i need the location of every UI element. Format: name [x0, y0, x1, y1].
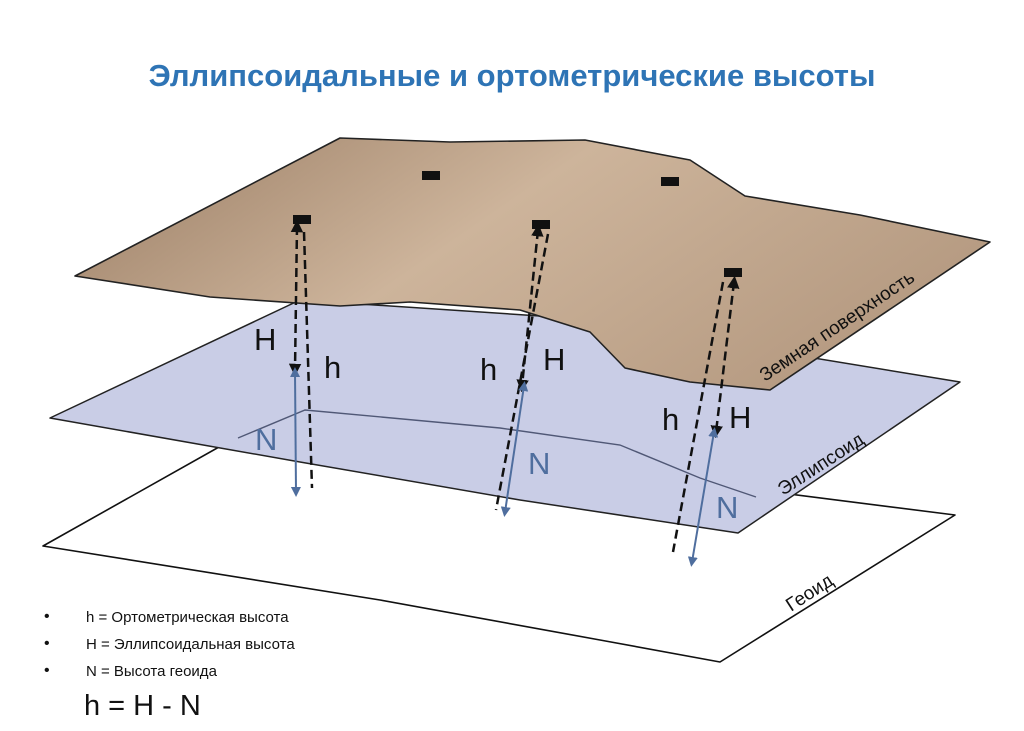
H-measure-line	[516, 223, 544, 393]
legend-item: h = Ортометрическая высота	[44, 608, 295, 636]
benchmark-marker	[661, 177, 679, 186]
N-label: N	[528, 446, 550, 481]
H-measure-line	[710, 275, 740, 439]
benchmark-marker	[724, 268, 742, 277]
N-measure-line	[687, 427, 719, 567]
H-label: H	[254, 322, 276, 357]
diagram-title: Эллипсоидальные и ортометрические высоты	[148, 58, 876, 93]
benchmark-marker	[532, 220, 550, 229]
h-label: h	[324, 350, 341, 385]
benchmark-marker	[293, 215, 311, 224]
N-label: N	[255, 422, 277, 457]
h-measure-line	[302, 231, 314, 489]
h-label: h	[480, 352, 497, 387]
N-measure-line	[500, 381, 529, 517]
benchmark-marker	[422, 171, 440, 180]
legend-item: H = Эллипсоидальная высота	[44, 635, 295, 663]
h-label: h	[662, 402, 679, 437]
N-measure-line	[290, 367, 301, 497]
height-formula: h = H - N	[84, 690, 201, 722]
H-measure-line	[288, 219, 304, 377]
N-label: N	[716, 490, 738, 525]
legend-item: N = Высота геоида	[44, 662, 295, 690]
H-label: H	[543, 342, 565, 377]
legend-list: h = Ортометрическая высота H = Эллипсоид…	[44, 608, 295, 690]
H-label: H	[729, 400, 751, 435]
